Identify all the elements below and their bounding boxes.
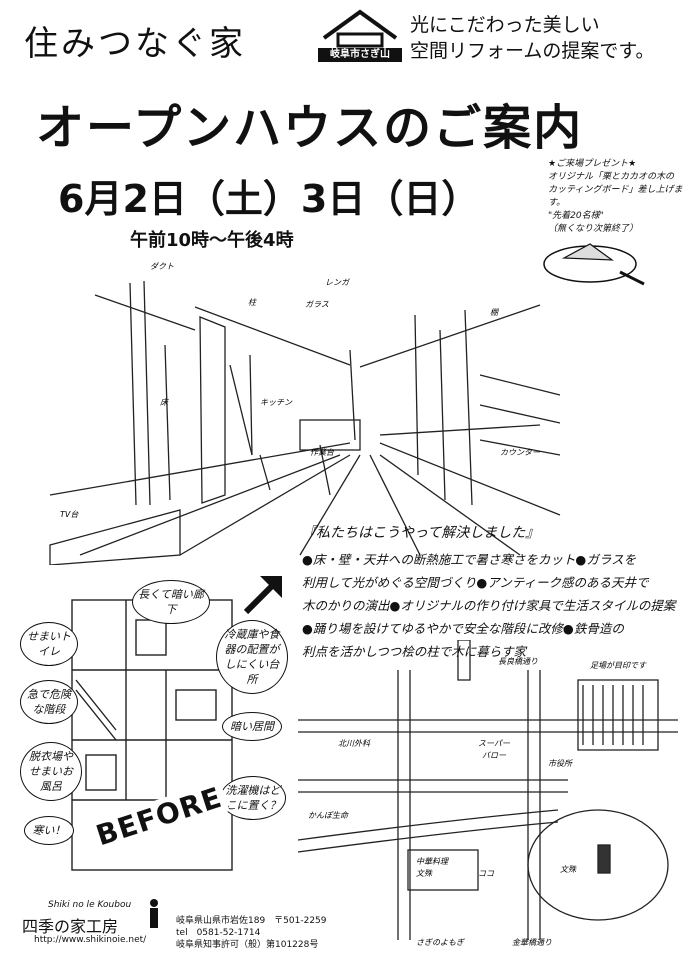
sketch-label-brick: レンガ bbox=[325, 278, 350, 287]
bubble-stairs: 急で危険な階段 bbox=[20, 680, 78, 724]
map-label-monju: 文殊 bbox=[416, 869, 433, 878]
map-label-kitagawa: 北川外科 bbox=[338, 739, 371, 748]
gift-line5: （無くなり次第終了） bbox=[548, 224, 639, 234]
access-map: 北川外科 スーパー バロー かんぽ生命 中華料理 文殊 文殊 ココ 金華橋通り … bbox=[298, 640, 678, 947]
gift-line3: カッティングボード」差し上げます。 bbox=[548, 185, 683, 208]
house-logo-icon bbox=[322, 9, 398, 48]
tagline: 光にこだわった美しい 空間リフォームの提案です。 bbox=[410, 12, 655, 64]
sketch-label-counter: カウンター bbox=[500, 448, 541, 457]
tagline-line1: 光にこだわった美しい bbox=[410, 14, 600, 36]
sketch-label-duct: ダクト bbox=[150, 262, 174, 271]
solution-item: ●踊り場を設けてゆるやかで安全な階段に改修●鉄骨造の bbox=[302, 621, 624, 636]
company-name: 四季の家工房 bbox=[22, 917, 119, 936]
bubble-toilet: せまいトイレ bbox=[20, 622, 78, 666]
event-date: 6月2日（土）3日（日） bbox=[58, 177, 480, 221]
solution-item: 利用して光がめぐる空間づくり●アンティーク感のある天井で bbox=[302, 575, 649, 590]
sketch-label-worktable: 作業台 bbox=[310, 448, 335, 457]
map-label-kinkabashi: 金華橋通り bbox=[512, 938, 552, 947]
main-title: オープンハウスのご案内 bbox=[36, 100, 584, 156]
map-label-cityhall: 市役所 bbox=[548, 759, 574, 768]
address-line: 岐阜県山県市岩佐189 〒501-2259 bbox=[176, 916, 327, 926]
map-label-scaffold: 足場が目印です bbox=[590, 661, 647, 670]
map-label-chinese: 中華料理 bbox=[416, 857, 449, 866]
sketch-label-pillar: 柱 bbox=[248, 298, 257, 307]
bubble-cold: 寒い！ bbox=[24, 816, 74, 845]
person-silhouette-icon bbox=[150, 899, 158, 928]
bubble-bath: 脱衣場やせまいお風呂 bbox=[20, 742, 82, 801]
gift-note: ★ご来場プレゼント★ オリジナル「栗とカカオの木の カッティングボード」差し上げ… bbox=[548, 158, 688, 236]
phone-line: tel 0581-52-1714 bbox=[176, 928, 261, 938]
room-perspective-sketch: ダクト 柱 ガラス レンガ 床 キッチン 作業台 カウンター TV台 棚 bbox=[49, 262, 561, 565]
company-logo-text: Shiki no le Koubou bbox=[48, 900, 132, 910]
map-label-nagarabashi: 長良橋通り bbox=[498, 657, 538, 666]
map-label-monju2: 文殊 bbox=[560, 865, 577, 874]
before-floorplan: 長くて暗い廊下 せまいトイレ 急で危険な階段 脱衣場やせまいお風呂 寒い！ 冷蔵… bbox=[16, 580, 288, 880]
sketch-label-tv: TV台 bbox=[60, 510, 79, 519]
map-label-kampo: かんぽ生命 bbox=[308, 811, 349, 820]
sketch-label-shelf: 棚 bbox=[490, 308, 500, 317]
map-label-super: スーパー bbox=[478, 739, 511, 748]
bubble-laundry: 洗濯機はどこに置く？ bbox=[220, 776, 286, 820]
brand-name: 住みつなぐ家 bbox=[24, 24, 246, 64]
sketch-label-floor: 床 bbox=[160, 398, 170, 407]
gift-line4: "先着20名様" bbox=[548, 211, 604, 221]
arrow-up-right-icon bbox=[243, 576, 282, 615]
tagline-line2: 空間リフォームの提案です。 bbox=[410, 40, 655, 62]
map-label-valor: バロー bbox=[482, 751, 507, 760]
solution-item: 木のかりの演出●オリジナルの作り付け家具で生活スタイルの提案 bbox=[302, 598, 676, 613]
sketch-label-kitchen: キッチン bbox=[260, 398, 293, 407]
solution-title: 『私たちはこうやって解決しました』 bbox=[302, 525, 540, 541]
logo-caption: 岐阜市さぎ山 bbox=[318, 48, 402, 62]
sketch-label-glass: ガラス bbox=[305, 300, 329, 309]
cutting-board-sketch-icon bbox=[543, 243, 645, 286]
solution-item: ●床・壁・天井への断熱施工で暑さ寒さをカット●ガラスを bbox=[302, 552, 637, 567]
gift-line1: ★ご来場プレゼント★ bbox=[548, 159, 637, 169]
bubble-corridor: 長くて暗い廊下 bbox=[132, 580, 210, 624]
bubble-kitchen: 冷蔵庫や食器の配置がしにくい台所 bbox=[216, 620, 288, 694]
company-url[interactable]: http://www.shikinoie.net/ bbox=[34, 935, 147, 945]
map-label-sagi: さぎのよもぎ bbox=[416, 938, 465, 947]
map-label-koko: ココ bbox=[478, 869, 495, 878]
event-time: 午前10時～午後4時 bbox=[130, 230, 294, 251]
company-address: 岐阜県山県市岩佐189 〒501-2259 tel 0581-52-1714 岐… bbox=[176, 915, 327, 951]
gift-line2: オリジナル「栗とカカオの木の bbox=[548, 172, 675, 182]
bubble-living: 暗い居間 bbox=[222, 712, 282, 741]
license-line: 岐阜県知事許可（般）第101228号 bbox=[176, 940, 319, 950]
